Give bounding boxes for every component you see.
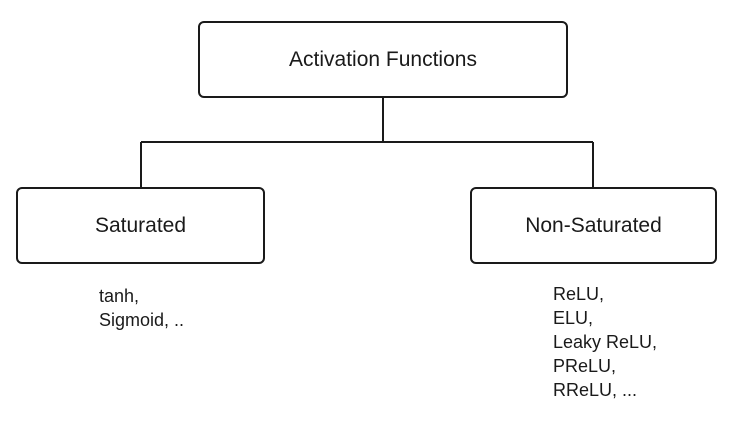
saturated-node: Saturated: [16, 187, 265, 264]
example-item: Leaky ReLU,: [553, 332, 658, 352]
root-node-label: Activation Functions: [289, 48, 477, 71]
non-saturated-node: Non-Saturated: [470, 187, 717, 264]
example-item: tanh,: [99, 286, 140, 306]
root-node: Activation Functions: [198, 21, 568, 98]
example-item: ReLU,: [553, 284, 605, 304]
example-item: RReLU, ...: [553, 380, 638, 400]
example-item: PReLU,: [553, 356, 617, 376]
tree-connector: [140, 98, 594, 187]
example-item: Sigmoid, ..: [99, 310, 185, 330]
example-item: ELU,: [553, 308, 594, 328]
saturated-examples-list: tanh, Sigmoid, ..: [99, 284, 184, 332]
non-saturated-examples-list: ReLU, ELU, Leaky ReLU, PReLU, RReLU, ...: [553, 282, 657, 402]
non-saturated-node-label: Non-Saturated: [525, 214, 662, 237]
saturated-node-label: Saturated: [94, 214, 187, 237]
